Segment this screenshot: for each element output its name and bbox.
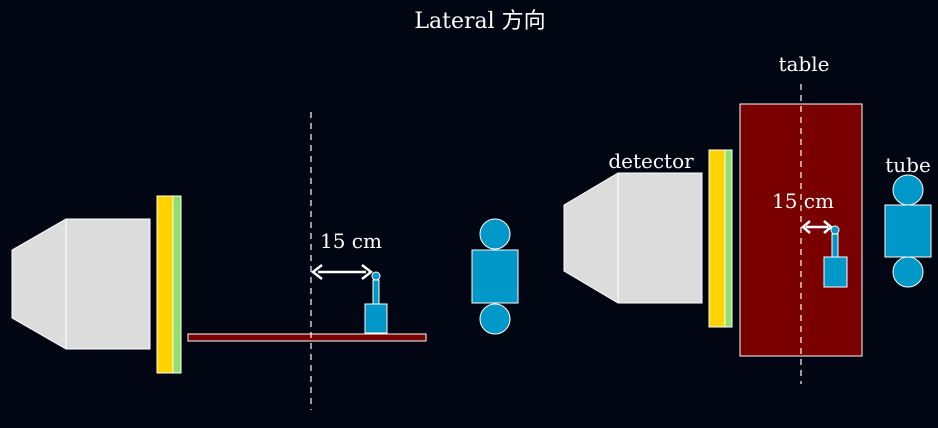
right-distance-arrow [801,220,833,234]
diagram-title: Lateral 方向 [414,9,545,34]
left-detector-green-plate [172,195,182,374]
left-distance-arrow [310,264,374,280]
left-distance-label: 15 cm [320,229,382,253]
left-detector-yellow-plate [156,195,174,374]
left-phantom [364,271,388,334]
tube-label: tube [885,153,931,177]
right-distance-label: 15 cm [772,189,834,213]
left-view: 15 cm [11,112,519,410]
detector-label: detector [608,149,694,173]
left-table [187,333,427,342]
right-view: detector table 15 cm tube [563,52,932,384]
right-detector-housing [563,172,703,304]
right-detector-green-plate [724,149,733,328]
table-label: table [779,52,830,76]
right-phantom [823,225,848,288]
left-detector-housing [11,218,151,350]
right-tube [884,174,932,288]
right-detector-yellow-plate [708,149,726,328]
left-tube [471,218,519,335]
